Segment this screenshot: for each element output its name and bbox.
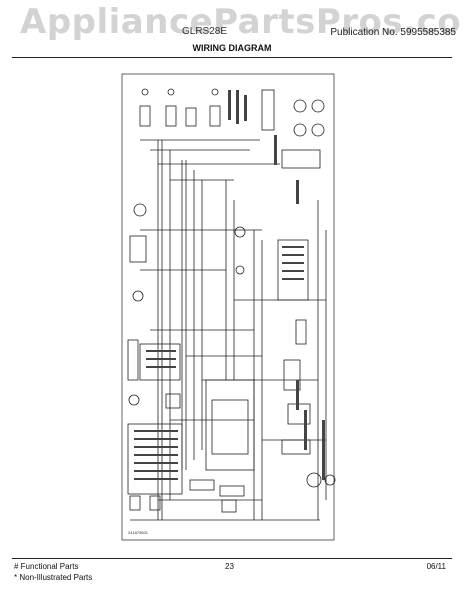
site-watermark: AppliancePartsPros.com <box>20 2 460 42</box>
model-number: GLRS28E <box>182 26 228 37</box>
top-left-terminals <box>139 88 221 127</box>
component-labels <box>134 90 325 480</box>
right-components <box>234 226 336 488</box>
non-illustrated-parts-note: * Non-Illustrated Parts <box>14 573 93 582</box>
revision-date: 06/11 <box>426 562 446 571</box>
page-title: WIRING DIAGRAM <box>192 43 272 53</box>
diagram-code: 241879601 <box>128 530 149 535</box>
publication-number: Publication No. 5995585385 <box>330 27 456 38</box>
control-board <box>189 379 255 513</box>
diagram-frame <box>121 73 335 541</box>
page-number: 23 <box>225 562 234 571</box>
left-components <box>127 203 183 511</box>
top-right-motors <box>261 89 325 169</box>
top-rule <box>12 57 452 58</box>
functional-parts-note: # Functional Parts <box>14 562 79 571</box>
bottom-rule <box>12 558 452 559</box>
